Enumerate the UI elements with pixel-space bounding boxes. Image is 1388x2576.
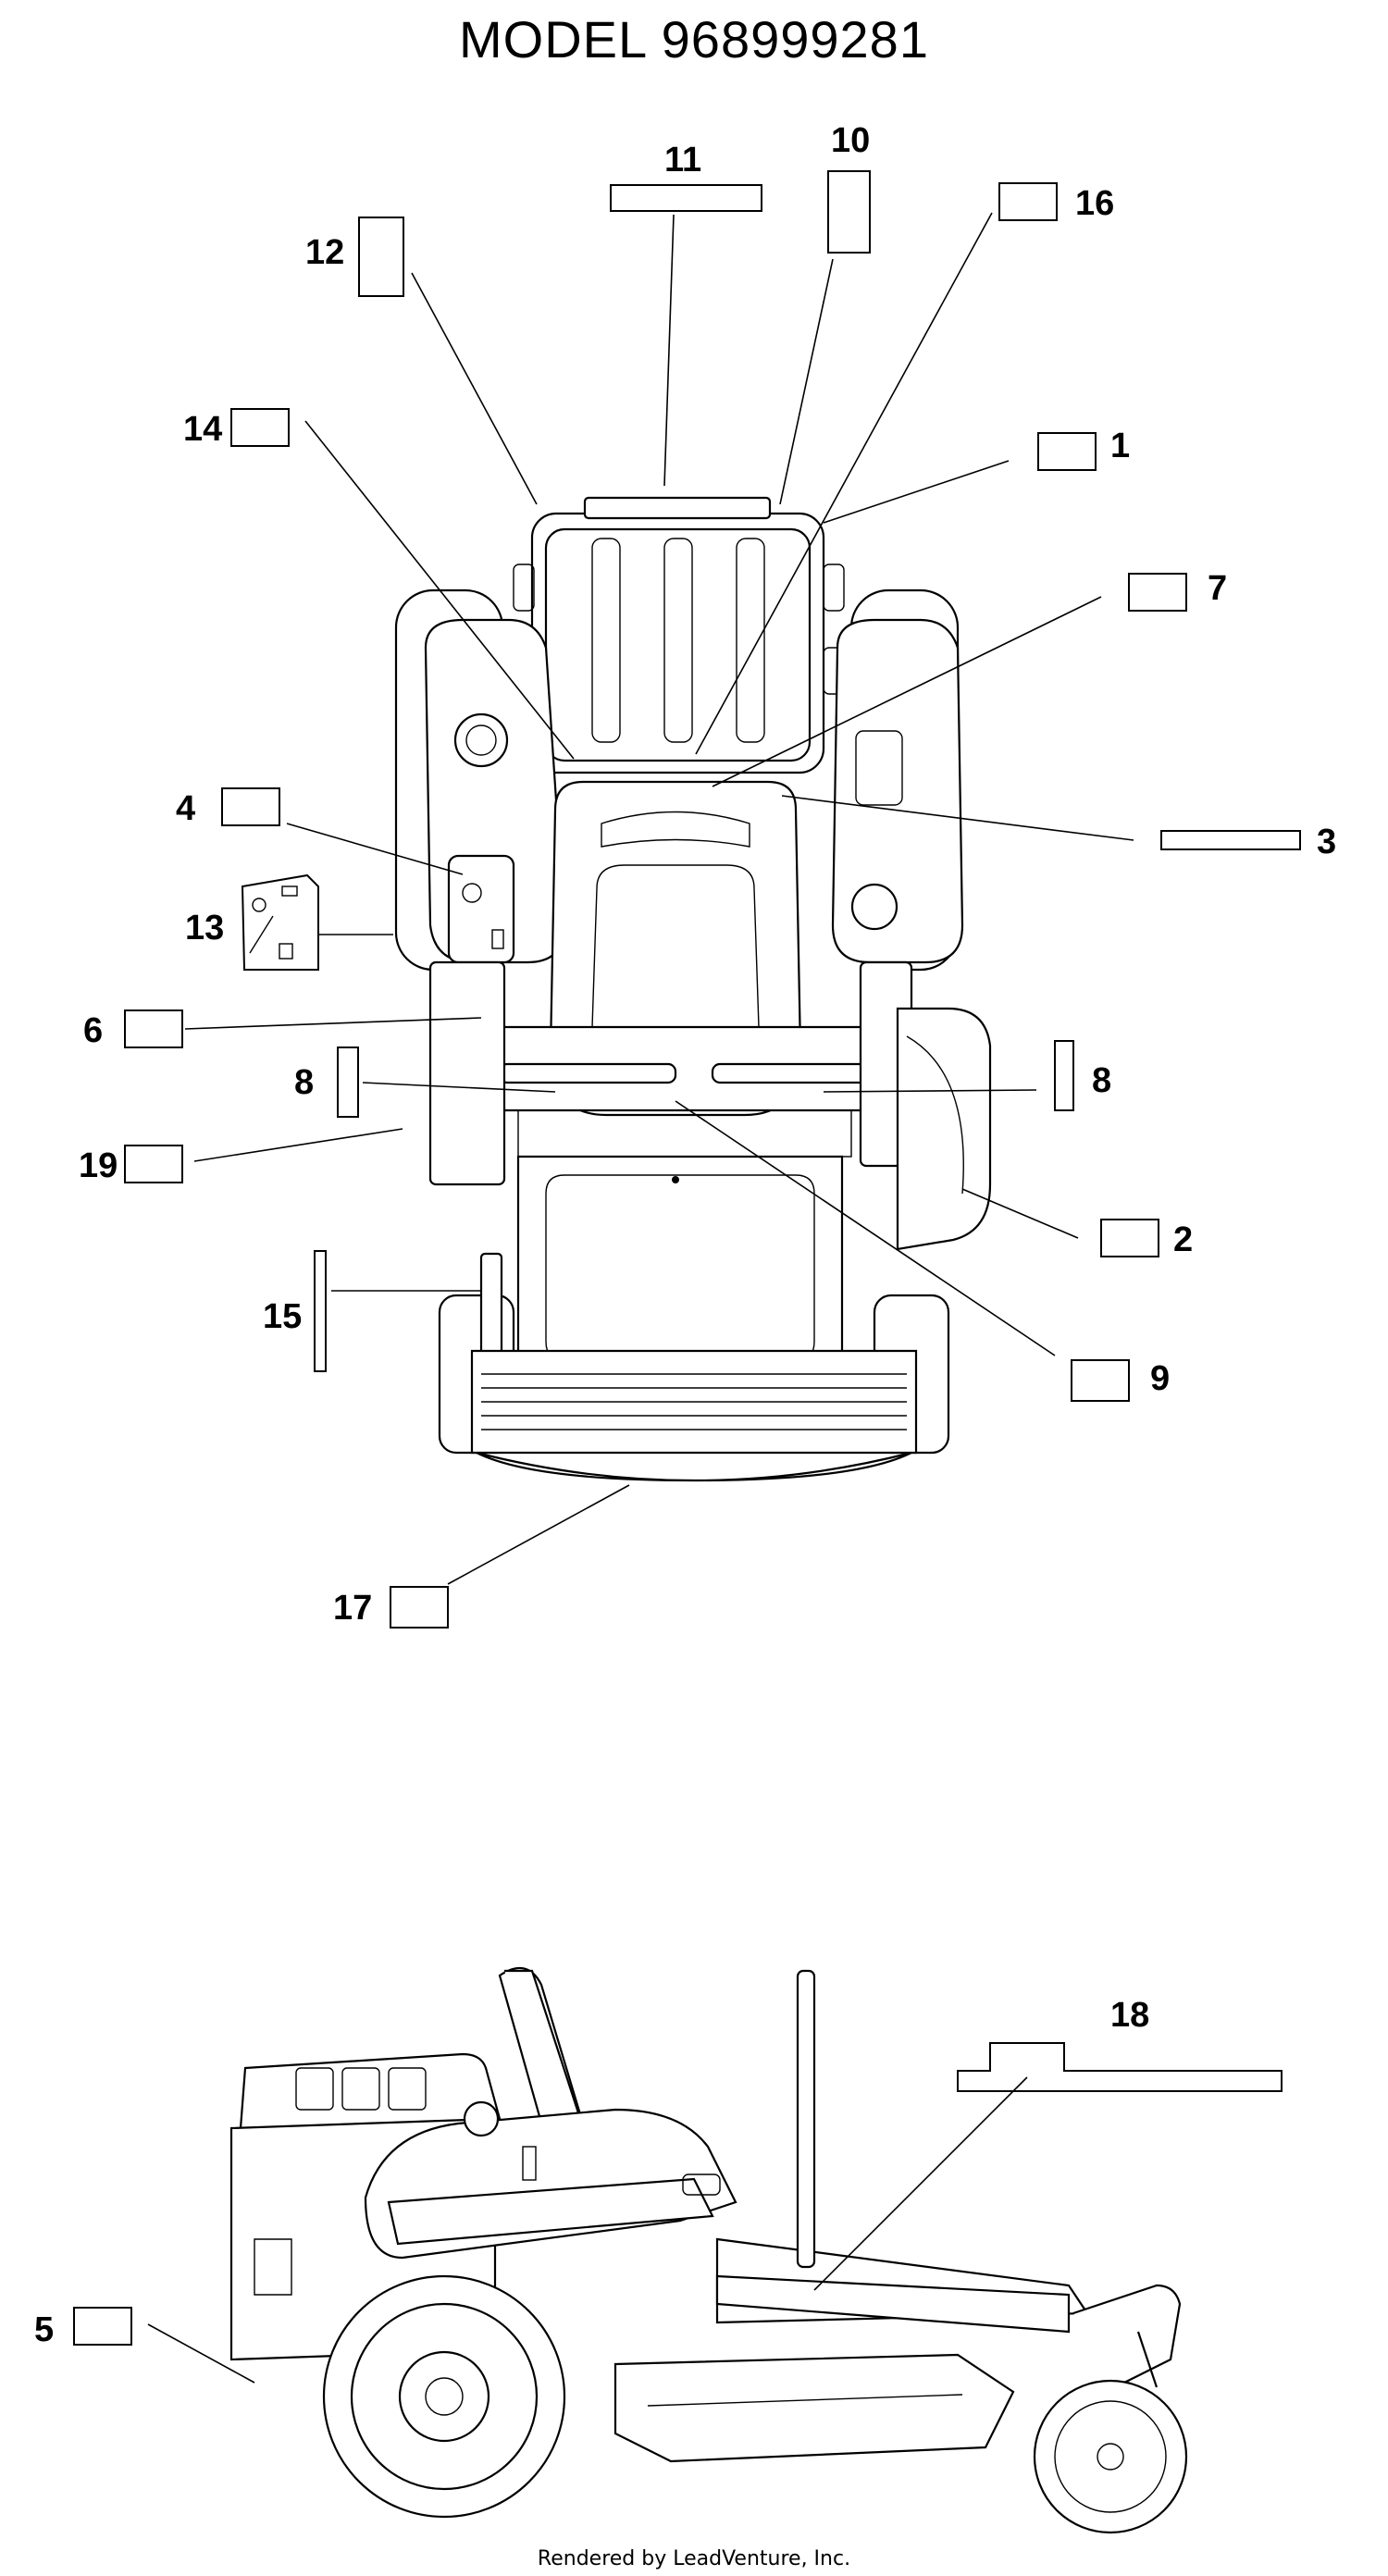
decal-2: [1100, 1219, 1159, 1257]
decal-8-left: [337, 1046, 359, 1118]
callout-2: 2: [1173, 1220, 1193, 1259]
callout-16: 16: [1075, 184, 1114, 223]
callout-19: 19: [79, 1146, 118, 1185]
callout-4: 4: [176, 789, 195, 828]
decal-18: [957, 2042, 1283, 2092]
decal-3: [1160, 830, 1301, 850]
decal-1: [1037, 432, 1097, 471]
decal-7: [1128, 573, 1187, 612]
decal-19: [124, 1145, 183, 1183]
callout-11: 11: [664, 141, 701, 180]
front-grille: [481, 1373, 907, 1430]
decal-4: [221, 787, 280, 826]
decal-11: [610, 184, 762, 212]
callout-17: 17: [333, 1589, 372, 1628]
decal-15: [314, 1250, 327, 1372]
side-view-mower: [229, 1966, 1188, 2534]
decal-12: [358, 217, 404, 297]
decal-5: [73, 2307, 132, 2346]
decal-6: [124, 1009, 183, 1048]
callout-1: 1: [1110, 427, 1130, 465]
decal-17: [390, 1586, 449, 1629]
decal-10: [827, 170, 871, 254]
top-view-mower: [394, 496, 992, 1482]
decal-9: [1071, 1359, 1130, 1402]
callout-6: 6: [83, 1011, 103, 1050]
decal-callouts: 1 2 3 4 5 6 7 8 8 9: [34, 121, 1336, 2384]
decal-13: [241, 873, 319, 971]
callout-14: 14: [183, 410, 222, 449]
callout-12: 12: [305, 233, 344, 272]
footer-credit: Rendered by LeadVenture, Inc.: [538, 2547, 850, 2570]
callout-3: 3: [1317, 823, 1336, 861]
decal-14: [230, 408, 290, 447]
callout-10: 10: [831, 121, 870, 160]
callout-8-left: 8: [294, 1063, 314, 1102]
callout-15: 15: [263, 1297, 302, 1336]
callout-7: 7: [1208, 569, 1227, 608]
page-title: MODEL 968999281: [459, 10, 929, 68]
callout-5: 5: [34, 2310, 54, 2349]
callout-13: 13: [185, 909, 224, 947]
decal-8-right: [1054, 1040, 1074, 1111]
callout-8-right: 8: [1092, 1061, 1111, 1100]
decal-16: [998, 182, 1058, 221]
callout-18: 18: [1110, 1996, 1149, 2035]
callout-9: 9: [1150, 1359, 1170, 1398]
